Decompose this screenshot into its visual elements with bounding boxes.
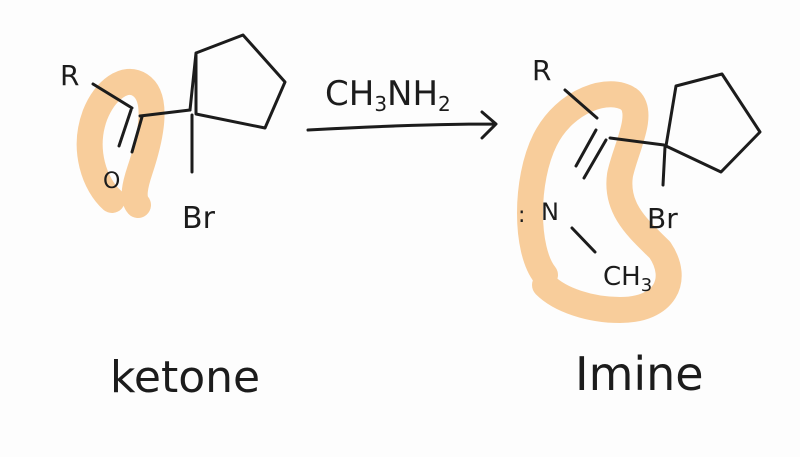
imine-carbon-ring-bond (608, 136, 666, 147)
r-carbon-bond (91, 82, 134, 110)
nitrogen-label: N (541, 198, 559, 226)
lone-pair-dots: : (518, 203, 525, 228)
carbon-ring-bond (138, 108, 192, 118)
carbonyl-bond-1 (117, 108, 133, 148)
reaction-arrow (306, 110, 498, 140)
imine-double-bond-2 (582, 138, 608, 180)
imine-r-label: R (532, 54, 551, 87)
carbonyl-bond-2 (130, 115, 144, 154)
reagent-label: CH3NH2 (325, 74, 451, 116)
imine-highlight (517, 81, 682, 323)
product-bromine-label: Br (647, 202, 678, 235)
ketone-r-label: R (60, 59, 79, 92)
cyclopentane-ring (188, 33, 287, 130)
nitrogen-methyl-bond (570, 226, 597, 254)
imine-double-bond-1 (574, 128, 598, 168)
oxygen-label: O (103, 169, 120, 194)
reactant-bromine-label: Br (182, 201, 216, 236)
imine-carbon-bromine-bond (661, 145, 667, 187)
imine-r-carbon-bond (563, 88, 599, 120)
imine-cyclopentane-ring (664, 72, 762, 174)
ketone-structure: R O Br (60, 33, 287, 236)
ketone-name-label: ketone (110, 352, 260, 403)
imine-structure: R : N CH3 Br (517, 54, 762, 323)
ketone-highlight (76, 68, 165, 218)
imine-name-label: Imine (575, 347, 704, 401)
methyl-label: CH3 (603, 262, 652, 296)
reaction-arrow-group: CH3NH2 (306, 74, 498, 140)
